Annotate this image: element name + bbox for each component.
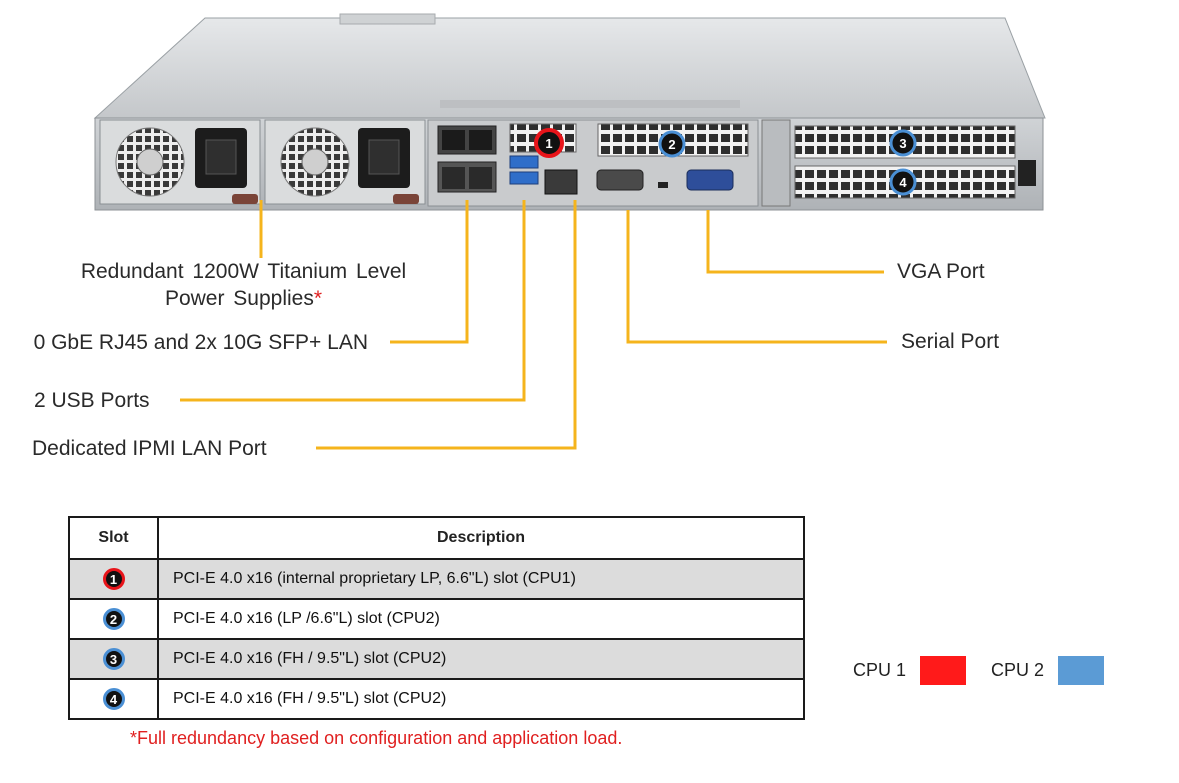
slot-2-badge: 2 (658, 130, 686, 158)
ipmi-lan-port (544, 169, 578, 195)
psu-asterisk: * (313, 287, 323, 311)
slot-cell: 3 (68, 638, 159, 680)
svg-text:1: 1 (545, 136, 552, 151)
psu-label: Redundant 1200W Titanium Level Power Sup… (66, 258, 421, 313)
slot-cell: 1 (68, 558, 159, 600)
slot-cell: 4 (68, 678, 159, 720)
slot-badge: 1 (102, 568, 125, 590)
chassis-top (93, 13, 1046, 119)
server-rear-view: 1 2 3 4 (93, 13, 1046, 211)
legend-cpu1: CPU 1 (853, 656, 967, 685)
rj45-lan-ports (437, 161, 497, 193)
slot-1-badge: 1 (534, 128, 564, 158)
legend-cpu2: CPU 2 (991, 656, 1105, 685)
svg-text:3: 3 (899, 136, 906, 151)
slot-4-badge: 4 (889, 168, 917, 196)
description-cell: PCI-E 4.0 x16 (internal proprietary LP, … (157, 558, 805, 600)
slot-badge: 2 (102, 608, 125, 630)
serial-label: Serial Port (901, 330, 1000, 353)
lan-label: 0 GbE RJ45 and 2x 10G SFP+ LAN (33, 331, 368, 354)
slot-cell: 2 (68, 598, 159, 640)
description-column-header: Description (157, 516, 805, 560)
table-header-row: Slot Description (68, 516, 805, 560)
vga-label: VGA Port (897, 260, 985, 283)
slot-3-badge: 3 (889, 129, 917, 157)
slot-column-header: Slot (68, 516, 159, 560)
usb-ports (509, 155, 539, 185)
power-supply-2 (264, 119, 426, 205)
legend-cpu1-swatch (920, 656, 967, 685)
slot-badge: 4 (102, 688, 125, 710)
description-cell: PCI-E 4.0 x16 (FH / 9.5"L) slot (CPU2) (157, 638, 805, 680)
sfp-ports (437, 125, 497, 155)
table-row: 3 PCI-E 4.0 x16 (FH / 9.5"L) slot (CPU2) (68, 638, 805, 680)
psu-label-text: Redundant 1200W Titanium Level Power Sup… (80, 260, 407, 311)
usb-label: 2 USB Ports (34, 389, 150, 412)
table-row: 1 PCI-E 4.0 x16 (internal proprietary LP… (68, 558, 805, 600)
serial-port (596, 169, 644, 191)
power-supply-1 (99, 119, 261, 205)
footnote: *Full redundancy based on configuration … (130, 728, 623, 748)
slot-badge: 3 (102, 648, 125, 670)
legend-cpu1-label: CPU 1 (853, 660, 907, 680)
vga-port (686, 169, 734, 191)
table-row: 2 PCI-E 4.0 x16 (LP /6.6"L) slot (CPU2) (68, 598, 805, 640)
svg-text:2: 2 (668, 137, 675, 152)
svg-text:4: 4 (899, 175, 907, 190)
legend-cpu2-swatch (1058, 656, 1105, 685)
table-row: 4 PCI-E 4.0 x16 (FH / 9.5"L) slot (CPU2) (68, 678, 805, 720)
slot-table: Slot Description 1 PCI-E 4.0 x16 (intern… (68, 516, 805, 720)
description-cell: PCI-E 4.0 x16 (LP /6.6"L) slot (CPU2) (157, 598, 805, 640)
description-cell: PCI-E 4.0 x16 (FH / 9.5"L) slot (CPU2) (157, 678, 805, 720)
legend-cpu2-label: CPU 2 (991, 660, 1045, 680)
ipmi-label: Dedicated IPMI LAN Port (32, 437, 267, 460)
